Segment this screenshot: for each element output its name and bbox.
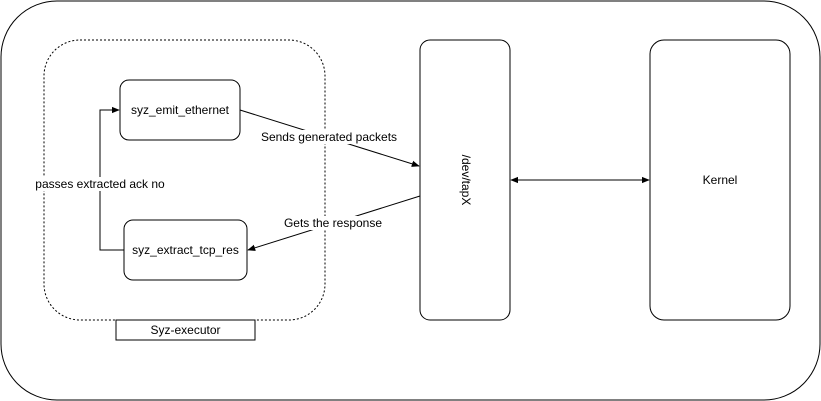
emit-ethernet-label: syz_emit_ethernet: [131, 103, 230, 117]
gets-label-bg: [287, 216, 379, 230]
kernel-box: [649, 39, 791, 321]
tap-device-box: [419, 39, 511, 321]
sends-label: Sends generated packets: [261, 130, 397, 144]
passes-label: passes extracted ack no: [35, 177, 165, 191]
passes-label-bg: [40, 177, 162, 191]
tap-device-label: /dev/tapX: [459, 155, 473, 206]
executor-label-box: [115, 319, 256, 341]
executor-label: Syz-executor: [150, 323, 220, 337]
extract-tcp-res-label: syz_extract_tcp_res: [132, 243, 239, 257]
gets-label: Gets the response: [284, 216, 382, 230]
kernel-label: Kernel: [703, 173, 738, 187]
sends-label-bg: [266, 130, 392, 144]
